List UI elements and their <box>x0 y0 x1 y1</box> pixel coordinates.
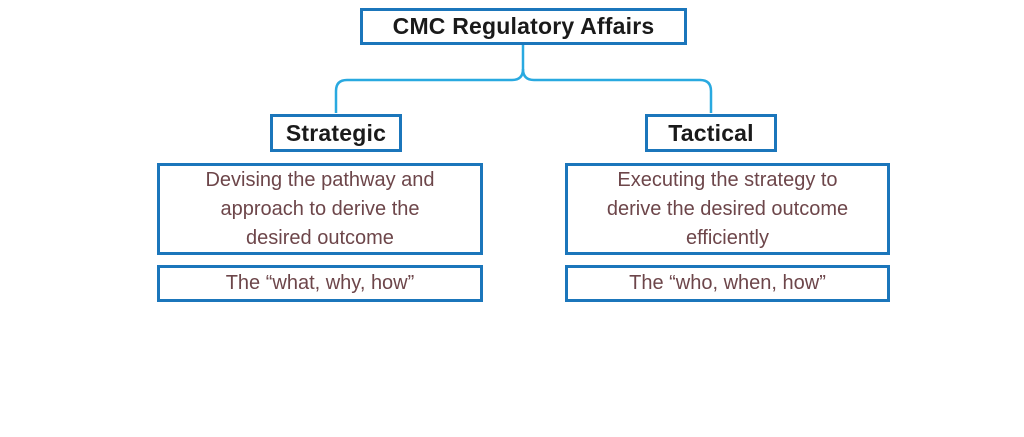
strategic-node-box: Strategic <box>270 114 402 152</box>
root-node-label: CMC Regulatory Affairs <box>392 13 655 39</box>
root-node-box: CMC Regulatory Affairs <box>360 8 687 45</box>
brace-left-arm <box>334 68 525 113</box>
strategic-node-label: Strategic <box>285 119 387 146</box>
tactical-node-box: Tactical <box>645 114 777 152</box>
strategic-summary-box: The “what, why, how” <box>157 265 483 302</box>
tactical-summary-box: The “who, when, how” <box>565 265 890 302</box>
strategic-description-text: Devising the pathway and approach to der… <box>205 168 435 249</box>
tactical-node-label: Tactical <box>668 119 754 146</box>
tactical-summary-text: The “who, when, how” <box>629 272 826 294</box>
strategic-description-box: Devising the pathway and approach to der… <box>157 163 483 255</box>
tactical-description-text: Executing the strategy to derive the des… <box>606 168 849 249</box>
tactical-description-box: Executing the strategy to derive the des… <box>565 163 890 255</box>
strategic-summary-text: The “what, why, how” <box>225 272 415 294</box>
brace-right-arm <box>521 68 713 113</box>
